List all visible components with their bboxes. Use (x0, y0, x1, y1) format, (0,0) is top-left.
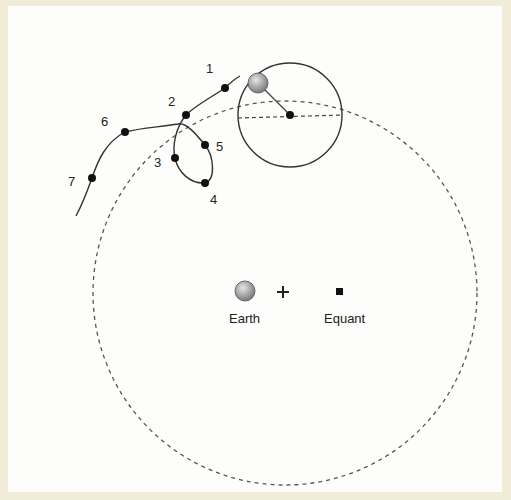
earth-label: Earth (227, 311, 262, 326)
planet-path (76, 76, 240, 216)
planet-symbol (248, 73, 268, 93)
position-number: 1 (204, 61, 215, 76)
equant-point (336, 288, 343, 295)
position-number: 2 (166, 94, 177, 109)
position-dots (88, 84, 294, 187)
position-number: 6 (99, 114, 110, 129)
panel (8, 6, 502, 492)
earth-symbol (235, 281, 255, 301)
position-number: 5 (214, 139, 225, 154)
epicycle-radius (265, 90, 290, 115)
center-cross (277, 286, 289, 298)
equant-label: Equant (322, 311, 367, 326)
position-number: 3 (152, 155, 163, 170)
position-number: 7 (66, 174, 77, 189)
deferent-circle (93, 101, 477, 485)
epicycle-circle (238, 63, 342, 167)
position-number: 4 (208, 192, 219, 207)
